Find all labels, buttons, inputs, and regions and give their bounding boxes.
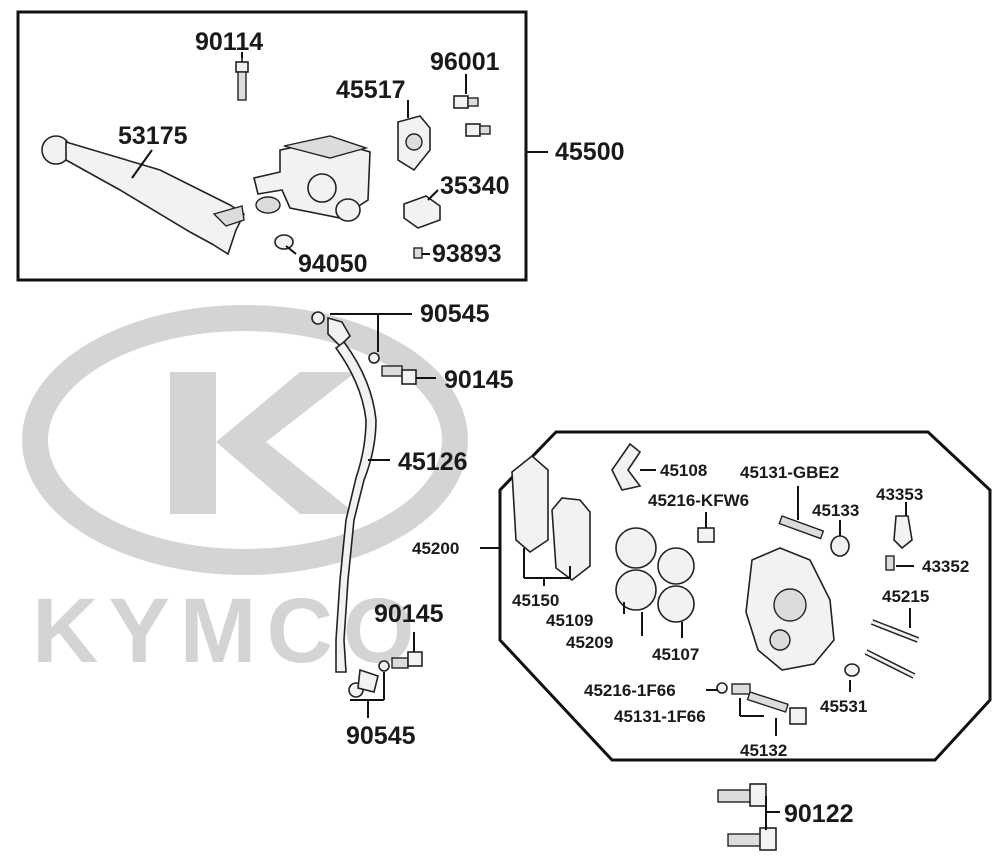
label-45150: 45150 xyxy=(512,591,559,610)
label-45108: 45108 xyxy=(660,461,707,480)
watermark-brand-text: KYMCO xyxy=(32,580,424,682)
label-45131-gbe2: 45131-GBE2 xyxy=(740,463,839,482)
label-90545-top: 90545 xyxy=(420,300,490,328)
leader-lines-caliper xyxy=(480,469,914,736)
nut-45531-drawing xyxy=(844,663,860,677)
clamp-45517-drawing xyxy=(397,115,431,172)
brake-pads-45150-drawing xyxy=(511,454,591,582)
label-90145-top: 90145 xyxy=(444,366,514,394)
label-96001: 96001 xyxy=(430,48,500,76)
label-45517: 45517 xyxy=(336,76,406,104)
bleeder-cap-43352-drawing xyxy=(885,555,895,571)
label-45200: 45200 xyxy=(412,539,459,558)
leader-lines-top xyxy=(131,52,548,255)
label-45216-1f66: 45216-1F66 xyxy=(584,681,676,700)
label-45216-kfw6: 45216-KFW6 xyxy=(648,491,749,510)
nut-94050-drawing xyxy=(274,234,294,250)
bolt-96001-drawing xyxy=(453,95,491,137)
label-45209: 45209 xyxy=(566,633,613,652)
pad-spring-45108-drawing xyxy=(611,442,642,491)
label-90545-bottom: 90545 xyxy=(346,722,416,750)
label-90122: 90122 xyxy=(784,800,854,828)
label-45500: 45500 xyxy=(555,138,625,166)
label-93893: 93893 xyxy=(432,240,502,268)
label-45215: 45215 xyxy=(882,587,929,606)
bolts-90122-drawing xyxy=(717,783,780,851)
label-94050: 94050 xyxy=(298,250,368,278)
brake-hose-drawing xyxy=(311,311,390,698)
label-43352: 43352 xyxy=(922,557,969,576)
leader-lines-hose xyxy=(330,313,436,718)
bushing-45216-kfw6-drawing xyxy=(697,527,715,543)
caliper-body-drawing xyxy=(745,547,835,671)
lower-pin-assembly-drawing xyxy=(716,682,807,725)
label-45133: 45133 xyxy=(812,501,859,520)
pin-45131-gbe2-drawing xyxy=(778,515,825,540)
master-cylinder-body-drawing xyxy=(253,135,371,222)
kymco-watermark-logo: KYMCO xyxy=(22,305,468,682)
label-45107: 45107 xyxy=(652,645,699,664)
label-45109: 45109 xyxy=(546,611,593,630)
label-45531: 45531 xyxy=(820,697,867,716)
label-53175: 53175 xyxy=(118,122,188,150)
label-35340: 35340 xyxy=(440,172,510,200)
label-45132: 45132 xyxy=(740,741,787,760)
caliper-frame xyxy=(498,430,992,762)
label-45131-1f66: 45131-1F66 xyxy=(614,707,706,726)
label-45126: 45126 xyxy=(398,448,468,476)
switch-35340-drawing xyxy=(403,195,441,229)
screw-90114-drawing xyxy=(235,56,249,101)
boot-45133-drawing xyxy=(830,535,850,557)
label-43353: 43353 xyxy=(876,485,923,504)
pistons-seals-drawing xyxy=(615,527,695,623)
pins-45215-drawing xyxy=(864,619,920,679)
label-90114: 90114 xyxy=(195,28,263,56)
brake-lever-drawing xyxy=(41,135,246,256)
screw-93893-drawing xyxy=(413,247,423,259)
bleeder-43353-drawing xyxy=(893,515,913,550)
master-cylinder-frame xyxy=(16,10,528,282)
label-90145-bottom: 90145 xyxy=(374,600,444,628)
